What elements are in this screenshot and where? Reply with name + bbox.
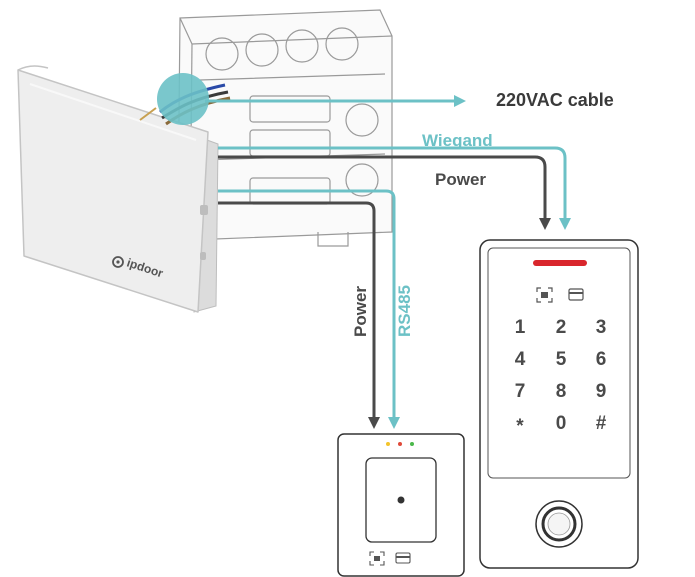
key-hash[interactable]: # [596,413,607,434]
reader-card-icon [395,552,411,564]
cable-label: 220VAC cable [496,90,614,110]
cable-highlight [157,73,209,125]
rs485-line [218,189,400,429]
key-7[interactable]: 7 [515,381,526,402]
wiegand-label: Wiegand [422,131,493,150]
wiegand-line [218,146,571,230]
led-red [398,442,402,446]
key-6[interactable]: 6 [596,349,607,370]
reader-qr-code-icon [369,551,385,566]
power-label-top: Power [435,170,486,189]
power-label-vertical: Power [351,286,370,337]
led-green [410,442,414,446]
wall-junction-box [177,9,393,247]
key-5[interactable]: 5 [556,349,567,370]
key-1[interactable]: 1 [515,317,526,338]
key-2[interactable]: 2 [556,317,567,338]
keypad-keys: 1 2 3 4 5 6 7 8 9 * 0 # [515,317,607,437]
led-yellow [386,442,390,446]
key-star[interactable]: * [516,416,524,437]
nfc-dot-icon [397,496,405,504]
card-reader-device [337,433,465,577]
power-line-reader [218,201,380,429]
controller-device: ipdoor [17,65,219,313]
key-9[interactable]: 9 [596,381,607,402]
rs485-label: RS485 [395,285,414,337]
key-0[interactable]: 0 [556,413,567,434]
fingerprint-sensor-icon[interactable] [535,500,583,548]
key-8[interactable]: 8 [556,381,567,402]
key-3[interactable]: 3 [596,317,607,338]
power-line-keypad [218,155,551,230]
status-led-bar [533,260,587,266]
qr-code-icon [536,287,553,303]
card-icon [568,288,584,301]
keypad-device: 1 2 3 4 5 6 7 8 9 * 0 # [479,239,639,569]
key-4[interactable]: 4 [515,349,526,370]
card-read-area [365,457,437,543]
connection-lines [205,95,571,429]
